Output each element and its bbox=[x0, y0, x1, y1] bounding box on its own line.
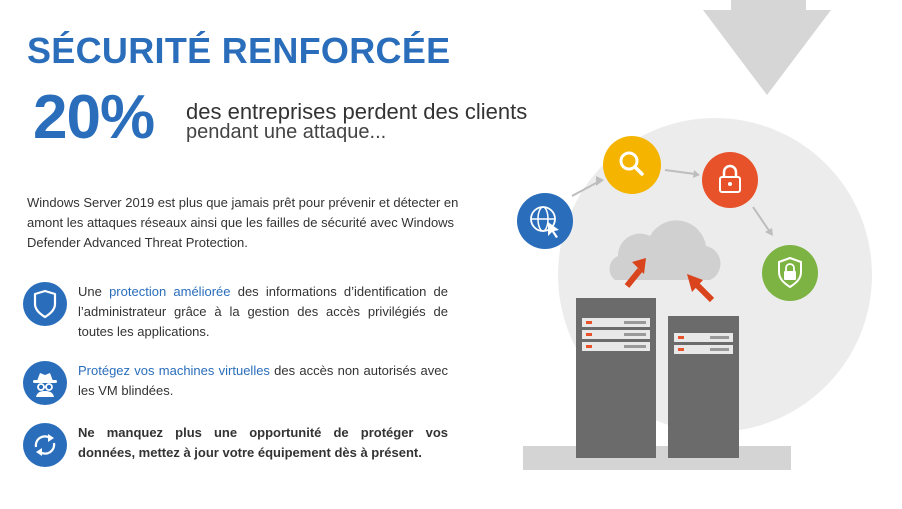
security-illustration bbox=[517, 0, 872, 470]
floor-base bbox=[523, 446, 791, 470]
page-title: SÉCURITÉ RENFORCÉE bbox=[27, 30, 451, 71]
search-icon bbox=[603, 136, 661, 194]
feature-highlight: protection améliorée bbox=[109, 284, 231, 299]
spy-icon bbox=[23, 361, 67, 405]
feature-highlight: Protégez vos machines virtuelles bbox=[78, 363, 270, 378]
feature-text: Une protection améliorée des information… bbox=[78, 284, 448, 339]
globe-icon bbox=[517, 193, 573, 249]
stat-value: 20% bbox=[33, 83, 155, 152]
shield-icon bbox=[23, 282, 67, 326]
stat-caption-line1: des entreprises perdent des clients bbox=[186, 99, 528, 124]
server-icon bbox=[668, 316, 739, 458]
feature-text: Ne manquez plus une opportunité de proté… bbox=[78, 425, 448, 460]
lock-icon bbox=[702, 152, 758, 208]
attack-arrow-icon bbox=[687, 274, 715, 303]
refresh-icon bbox=[23, 423, 67, 467]
server-icon bbox=[576, 298, 656, 458]
shield-lock-icon bbox=[762, 245, 818, 301]
attack-arrow-icon bbox=[624, 258, 646, 288]
intro-paragraph: Windows Server 2019 est plus que jamais … bbox=[27, 195, 459, 250]
arrow-down-icon bbox=[703, 0, 831, 95]
feature-text: Protégez vos machines virtuelles des acc… bbox=[78, 363, 448, 398]
stat-caption-line2: pendant une attaque... bbox=[186, 121, 387, 143]
